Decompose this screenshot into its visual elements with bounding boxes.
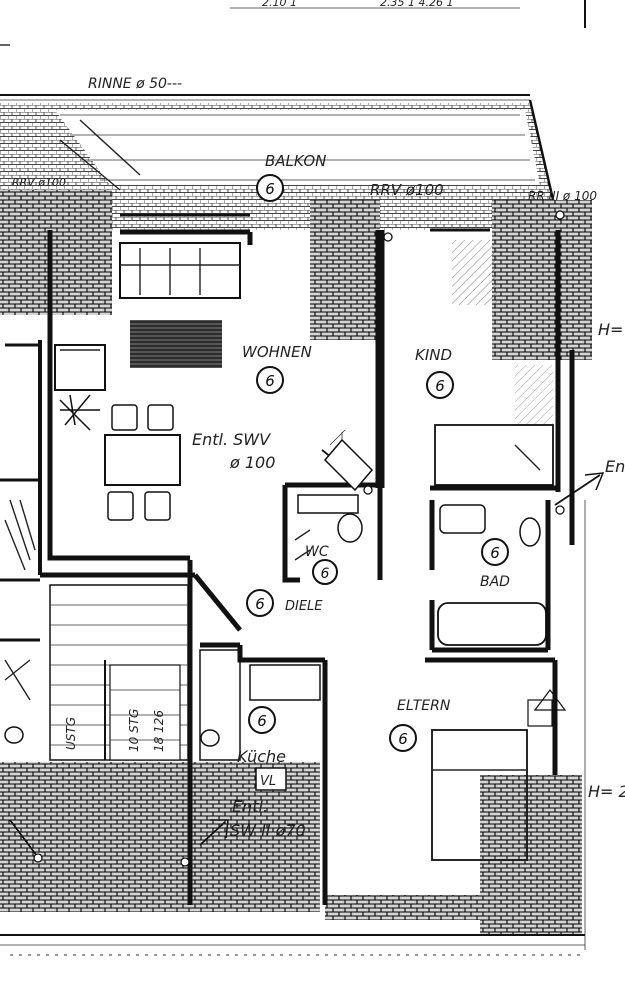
bath-fixtures [437,504,547,646]
room-marker-kuche: 6 [248,706,276,734]
svg-text:6: 6 [255,595,265,613]
room-marker-wc: 6 [312,559,338,585]
height-label-1: H= [598,320,623,339]
room-label-entl-swii-dia: SW II ø70 [230,821,306,840]
plant-icon [59,394,100,431]
rinne-label: RINNE ø 50--- [88,76,182,92]
room-label-kind: KIND [415,346,452,364]
svg-text:6: 6 [265,372,275,390]
stg-mid-label: 10 STG [127,709,141,752]
svg-text:6: 6 [398,730,408,748]
height-label-2: H= 2 [588,782,625,801]
living-furniture [54,242,346,521]
sofa [119,242,241,299]
room-label-kuche: Küche [237,747,286,766]
svg-text:6: 6 [265,180,275,198]
vent-arrows [9,210,605,867]
parents-room-furniture [431,689,567,861]
room-label-wc: WC [305,544,329,560]
svg-text:6: 6 [321,566,330,582]
room-label-entl-swv: Entl. SWV [192,430,271,449]
gutter-rinne: RINNE ø 50--- [0,76,530,101]
bed-kind [434,424,554,486]
staircase: USTG 10 STG 18 126 [49,584,189,761]
svg-text:6: 6 [490,544,500,562]
room-marker-bad: 6 [481,538,509,566]
room-label-diele: DIELE [285,599,323,614]
room-marker-kind: 6 [426,371,454,399]
stg-left-label: USTG [64,717,78,750]
brick-wall-bottom-right [480,775,582,935]
vl-box [255,767,287,791]
balkon-label: BALKON [265,152,326,170]
room-marker-balkon: 6 [256,174,284,202]
left-side-structure [0,340,42,701]
room-label-wohnen: WOHNEN [242,343,312,361]
room-label-bad: BAD [480,574,510,590]
brick-column-center [310,200,380,340]
brick-wall-right-top [492,200,592,360]
kitchen-fixtures: VL [4,649,321,791]
rrv-label: RRV ø100 [370,181,444,199]
brick-wall-left-top [0,190,112,315]
top-dimension-right: 2.35 1 4.26 1 [380,0,453,9]
top-dimension-left: 2.10 1 [262,0,297,9]
bathtub [437,602,547,646]
room-label-entl-swv-dia: ø 100 [229,453,275,472]
room-marker-diele: 6 [246,589,274,617]
rug [130,320,222,368]
rrv-left-label: RRV ø100 [12,176,66,189]
armchair [54,344,106,391]
svg-text:6: 6 [257,712,267,730]
bottom-edge [0,500,586,956]
vl-label: VL [260,774,276,789]
room-marker-wohnen: 6 [256,366,284,394]
room-label-entl-swii: Entl. [232,797,268,816]
bed-eltern [431,729,528,861]
rr-right-label: RR III ø 100 [528,189,597,203]
en-label: En [605,457,625,476]
room-marker-eltern: 6 [389,724,417,752]
room-label-eltern: ELTERN [397,698,451,714]
child-room-furniture [434,365,554,486]
svg-text:6: 6 [435,377,445,395]
stg-dims-label: 18 126 [152,710,166,752]
dining-table [104,434,181,486]
wc-fixtures [294,494,363,561]
balcony-area: BALKON RRV ø100 RRV ø100 RR III ø 100 [0,99,597,232]
title-block-fragment: 2.10 1 2.35 1 4.26 1 [0,0,586,46]
